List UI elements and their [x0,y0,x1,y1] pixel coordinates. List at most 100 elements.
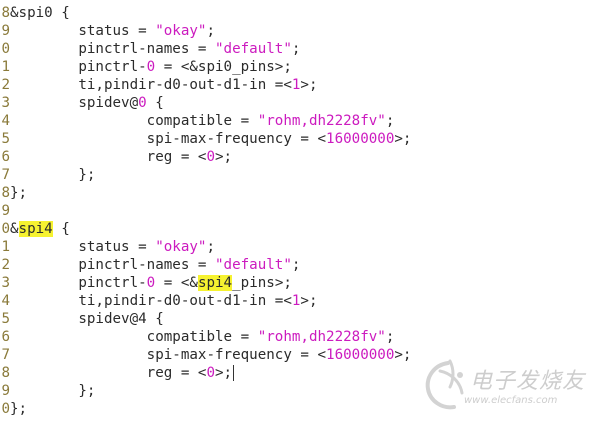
code-line[interactable]: 9 status = "okay"; [0,22,590,40]
code-token: spi-max-frequency = < [10,347,327,363]
line-text: pinctrl-0 = <&spi0_pins>; [10,58,292,76]
code-token: }; [10,167,96,183]
line-number: 4 [1,113,10,129]
string-token: "default" [215,257,292,273]
code-line[interactable]: 8}; [0,184,590,202]
code-token: >; [300,293,318,309]
line-text: spidev@0 { [10,94,164,112]
code-line[interactable]: 0 pinctrl-names = "default"; [0,40,590,58]
line-text: spidev@4 { [10,310,164,328]
number-token: 0 [146,275,156,291]
code-token: >; [215,149,233,165]
code-token: { [146,95,164,111]
line-text: reg = <0>; [10,148,232,166]
number-token: 1 [291,293,301,309]
string-token: "default" [215,41,292,57]
code-line[interactable]: 3 spidev@0 { [0,94,590,112]
code-token: status = [10,23,156,39]
code-token: ; [291,257,301,273]
code-line[interactable]: 6 compatible = "rohm,dh2228fv"; [0,328,590,346]
line-text: ti,pindir-d0-out-d1-in =<1>; [10,76,318,94]
code-line[interactable]: 0&spi4 { [0,220,590,238]
line-text: compatible = "rohm,dh2228fv"; [10,328,395,346]
string-token: "okay" [155,239,207,255]
line-text: spi-max-frequency = <16000000>; [10,130,412,148]
code-token: = <&spi0_pins>; [155,59,292,75]
number-token: 1 [291,77,301,93]
code-line[interactable]: 9 }; [0,382,590,400]
elecfans-watermark: 电子发烧友 www.elecfans.com [420,357,584,415]
code-token: spidev@4 { [10,311,164,327]
line-number: 7 [1,347,10,363]
line-number: 0 [1,221,10,237]
code-line[interactable]: 4 ti,pindir-d0-out-d1-in =<1>; [0,292,590,310]
code-token: ; [385,113,395,129]
code-token: = <& [155,275,198,291]
code-token: >; [394,131,412,147]
number-token: 0 [146,59,156,75]
code-line[interactable]: 2 pinctrl-names = "default"; [0,256,590,274]
code-line[interactable]: 4 compatible = "rohm,dh2228fv"; [0,112,590,130]
code-line[interactable]: 2 ti,pindir-d0-out-d1-in =<1>; [0,76,590,94]
line-text: reg = <0>; [10,364,235,382]
line-number: 7 [1,167,10,183]
line-text: pinctrl-names = "default"; [10,256,300,274]
line-text: status = "okay"; [10,238,215,256]
line-number: 8 [1,365,10,381]
code-line[interactable]: 3 pinctrl-0 = <&spi4_pins>; [0,274,590,292]
line-number: 6 [1,149,10,165]
line-text: status = "okay"; [10,22,215,40]
code-token: ti,pindir-d0-out-d1-in =< [10,293,292,309]
line-number: 9 [1,203,10,219]
code-line[interactable]: 1 status = "okay"; [0,238,590,256]
line-number: 0 [1,401,10,417]
code-line[interactable]: 5 spidev@4 { [0,310,590,328]
number-token: 0 [206,149,216,165]
code-line[interactable]: 0}; [0,400,590,418]
code-token: ti,pindir-d0-out-d1-in =< [10,77,292,93]
line-number: 9 [1,23,10,39]
line-text: }; [10,382,95,400]
code-line[interactable]: 9 [0,202,590,220]
string-token: "rohm,dh2228fv" [257,113,386,129]
code-line[interactable]: 7 spi-max-frequency = <16000000>; [0,346,590,364]
line-number: 2 [1,257,10,273]
code-token: pinctrl- [10,275,147,291]
code-line[interactable]: 1 pinctrl-0 = <&spi0_pins>; [0,58,590,76]
line-number: 4 [1,293,10,309]
code-token: &spi0 { [10,5,70,21]
line-number: 5 [1,131,10,147]
code-token: ; [385,329,395,345]
watermark-url: www.elecfans.com [464,395,558,406]
code-token: }; [10,383,96,399]
line-number: 8 [1,5,10,21]
code-token: }; [10,185,28,201]
code-token: pinctrl-names = [10,41,215,57]
line-text: }; [10,400,27,418]
code-line[interactable]: 6 reg = <0>; [0,148,590,166]
number-token: 16000000 [326,131,395,147]
code-token: spi-max-frequency = < [10,131,327,147]
number-token: 0 [138,95,147,111]
code-line[interactable]: 8&spi0 { [0,4,590,22]
code-token: >; [394,347,412,363]
code-token: ; [206,23,216,39]
code-line[interactable]: 7 }; [0,166,590,184]
elecfans-logo-icon [425,359,464,410]
code-token: { [52,221,70,237]
search-highlight: spi4 [18,221,53,237]
line-number: 8 [1,185,10,201]
code-token: }; [10,401,28,417]
line-text: &spi0 { [10,4,70,22]
code-token: _pins>; [232,275,292,291]
line-number: 6 [1,329,10,345]
code-line[interactable]: 5 spi-max-frequency = <16000000>; [0,130,590,148]
line-text: spi-max-frequency = <16000000>; [10,346,412,364]
code-line[interactable]: 8 reg = <0>; [0,364,590,382]
code-token: >; [300,77,318,93]
code-area[interactable]: 8&spi0 {9 status = "okay";0 pinctrl-name… [0,4,590,418]
line-number: 9 [1,383,10,399]
line-number: 3 [1,275,10,291]
string-token: "rohm,dh2228fv" [257,329,386,345]
